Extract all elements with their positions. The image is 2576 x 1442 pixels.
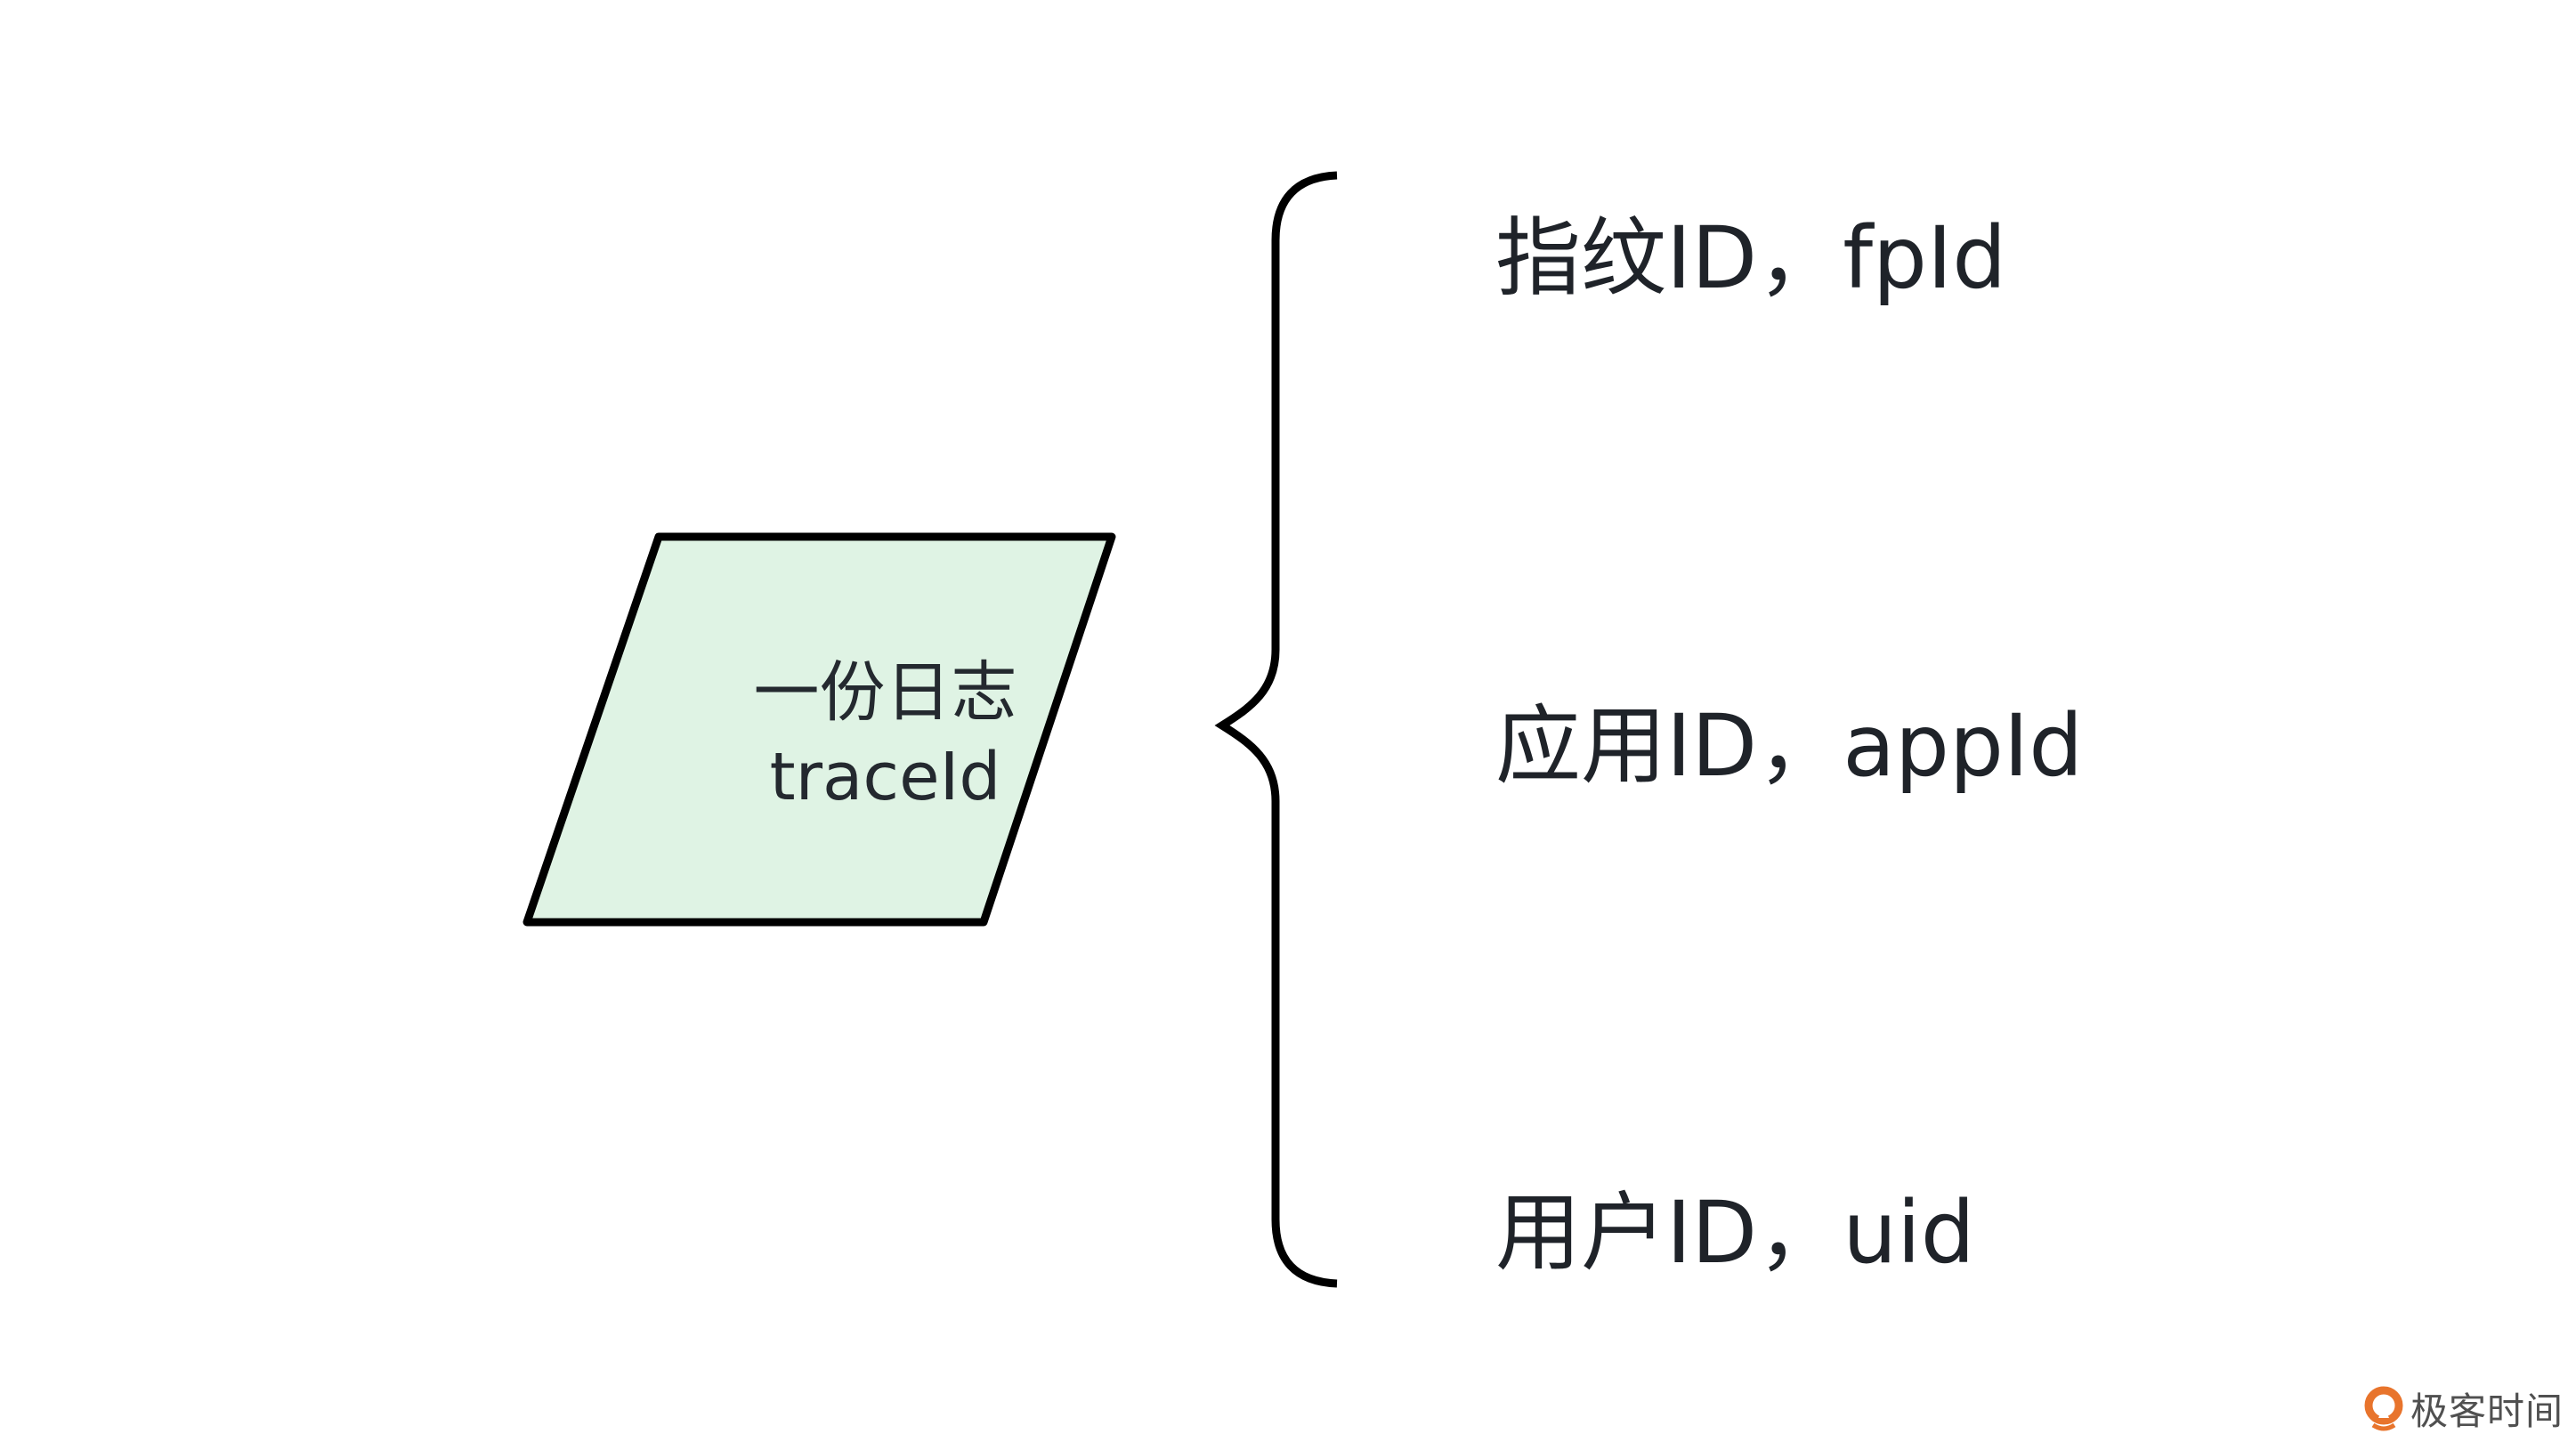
id-item-fingerprint: 指纹ID，fpId <box>1495 208 2007 308</box>
geektime-logo-icon <box>2364 1386 2403 1430</box>
watermark-logo: 极客时间 <box>2364 1381 2564 1436</box>
watermark-text: 极客时间 <box>2410 1389 2564 1433</box>
log-parallelogram-node <box>522 532 1116 927</box>
node-title: 一份日志 <box>753 654 1017 731</box>
node-subtitle: traceId <box>769 739 1001 815</box>
id-item-app: 应用ID，appId <box>1495 696 2084 796</box>
id-item-user: 用户ID，uid <box>1495 1183 1975 1283</box>
curly-brace <box>1214 171 1338 1288</box>
